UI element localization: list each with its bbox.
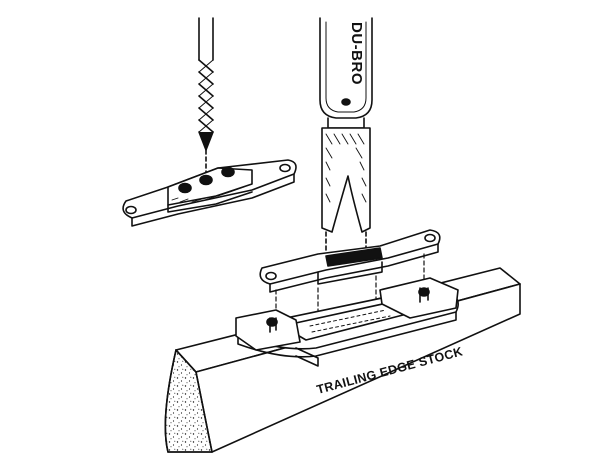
hinge-left — [122, 159, 297, 227]
hinge-slot-jig — [235, 277, 459, 367]
slotting-tool — [319, 17, 373, 251]
hinge-right — [259, 229, 441, 293]
drill-bit — [198, 17, 214, 173]
trailing-edge-stock — [164, 267, 521, 453]
tool-brand-label: DU-BRO — [348, 22, 365, 85]
